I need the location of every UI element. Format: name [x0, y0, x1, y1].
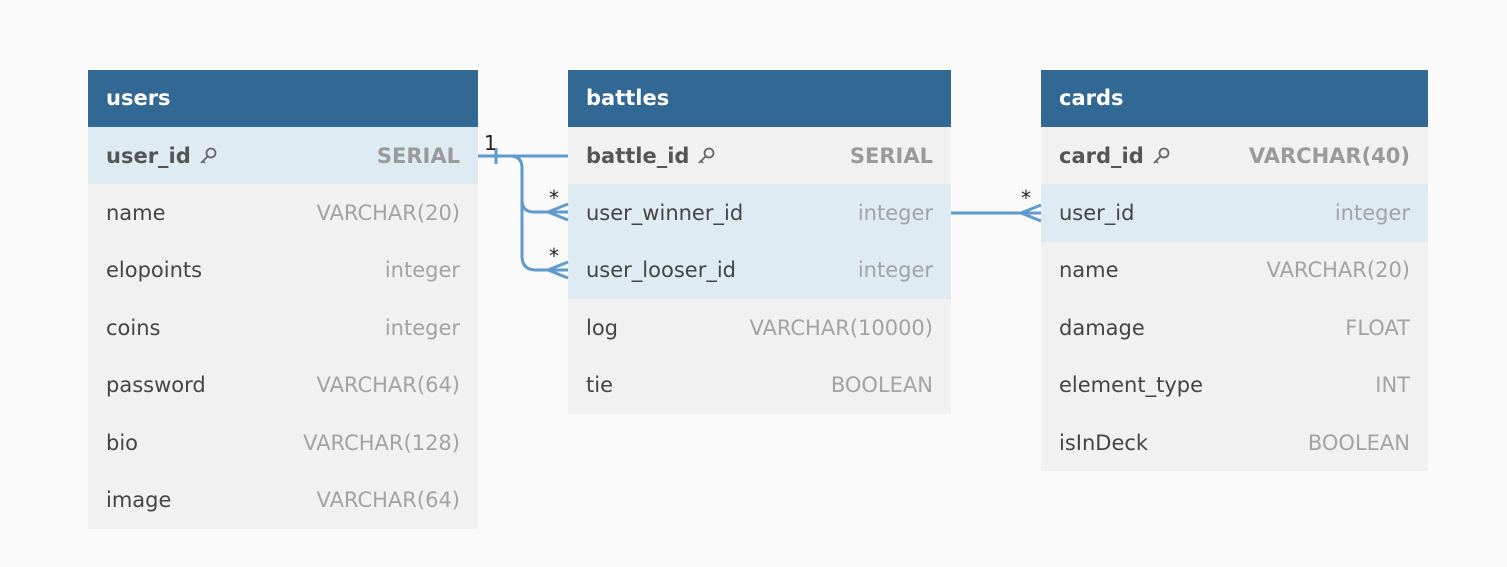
users-row-coins[interactable]: coins integer	[88, 299, 478, 356]
column-type: SERIAL	[376, 143, 460, 168]
column-type: integer	[857, 201, 933, 226]
column-name: damage	[1059, 315, 1145, 340]
table-users-header[interactable]: users	[88, 70, 478, 127]
column-type: VARCHAR(20)	[1266, 258, 1410, 283]
cards-row-card-id[interactable]: card_id VARCHAR(40)	[1041, 127, 1428, 184]
column-name: image	[106, 488, 172, 513]
table-users[interactable]: users user_id SERIAL name VARCHAR(20) el…	[88, 70, 478, 529]
label-one: 1	[484, 131, 497, 155]
battles-row-user-winner-id[interactable]: user_winner_id integer	[568, 184, 951, 242]
column-name: isInDeck	[1059, 430, 1149, 455]
users-row-elopoints[interactable]: elopoints integer	[88, 242, 478, 299]
column-type: VARCHAR(64)	[316, 488, 460, 513]
table-battles[interactable]: battles battle_id SERIAL user_winner_id …	[568, 70, 951, 414]
cards-row-damage[interactable]: damage FLOAT	[1041, 299, 1428, 356]
column-type: VARCHAR(128)	[303, 430, 460, 455]
column-name: card_id	[1059, 144, 1171, 168]
column-type: integer	[384, 315, 460, 340]
column-name: bio	[106, 430, 139, 455]
relation-line-users-battles-looser	[520, 200, 568, 272]
crow-foot-cards	[1020, 203, 1042, 223]
crow-foot-looser	[547, 260, 569, 280]
column-name: elopoints	[106, 258, 203, 283]
column-name: user_id	[1059, 201, 1135, 226]
column-type: VARCHAR(64)	[316, 373, 460, 398]
table-cards-header[interactable]: cards	[1041, 70, 1428, 127]
battles-row-tie[interactable]: tie BOOLEAN	[568, 357, 951, 414]
column-type: BOOLEAN	[830, 373, 933, 398]
label-many-looser: *	[549, 244, 559, 268]
column-type: VARCHAR(40)	[1248, 143, 1410, 168]
column-name: coins	[106, 315, 161, 340]
crow-foot-winner	[547, 202, 569, 222]
column-type: VARCHAR(10000)	[749, 315, 933, 340]
column-name: log	[586, 315, 619, 340]
table-cards[interactable]: cards card_id VARCHAR(40) user_id intege…	[1041, 70, 1428, 472]
users-row-user-id[interactable]: user_id SERIAL	[88, 127, 478, 185]
key-icon	[696, 146, 716, 166]
column-name-text: battle_id	[586, 143, 690, 168]
relation-line-users-battles	[478, 154, 568, 214]
column-type: INT	[1375, 373, 1410, 398]
battles-row-user-looser-id[interactable]: user_looser_id integer	[568, 241, 951, 300]
cards-row-user-id[interactable]: user_id integer	[1041, 184, 1428, 242]
column-type: integer	[857, 258, 933, 283]
users-row-password[interactable]: password VARCHAR(64)	[88, 357, 478, 414]
column-name: tie	[586, 373, 613, 398]
cards-row-is-in-deck[interactable]: isInDeck BOOLEAN	[1041, 414, 1428, 471]
column-name: password	[106, 373, 206, 398]
column-name-text: user_id	[106, 143, 191, 168]
column-type: FLOAT	[1345, 315, 1410, 340]
table-battles-header[interactable]: battles	[568, 70, 951, 127]
column-name: name	[1059, 258, 1119, 283]
users-row-bio[interactable]: bio VARCHAR(128)	[88, 414, 478, 471]
column-name: user_id	[106, 144, 218, 168]
column-name: element_type	[1059, 373, 1204, 398]
battles-row-log[interactable]: log VARCHAR(10000)	[568, 299, 951, 356]
label-many-winner: *	[549, 186, 559, 210]
users-row-name[interactable]: name VARCHAR(20)	[88, 184, 478, 241]
column-name: user_winner_id	[586, 201, 744, 226]
column-name-text: card_id	[1059, 143, 1144, 168]
column-name: battle_id	[586, 144, 716, 168]
column-type: integer	[384, 258, 460, 283]
column-type: VARCHAR(20)	[316, 201, 460, 226]
battles-row-battle-id[interactable]: battle_id SERIAL	[568, 127, 951, 184]
column-type: BOOLEAN	[1307, 430, 1410, 455]
cards-row-name[interactable]: name VARCHAR(20)	[1041, 242, 1428, 299]
column-name: user_looser_id	[586, 258, 736, 283]
column-type: SERIAL	[849, 143, 933, 168]
column-name: name	[106, 201, 166, 226]
label-many-cards: *	[1021, 186, 1031, 210]
key-icon	[1151, 146, 1171, 166]
column-type: integer	[1334, 201, 1410, 226]
key-icon	[198, 146, 218, 166]
users-row-image[interactable]: image VARCHAR(64)	[88, 471, 478, 528]
cards-row-element-type[interactable]: element_type INT	[1041, 357, 1428, 414]
